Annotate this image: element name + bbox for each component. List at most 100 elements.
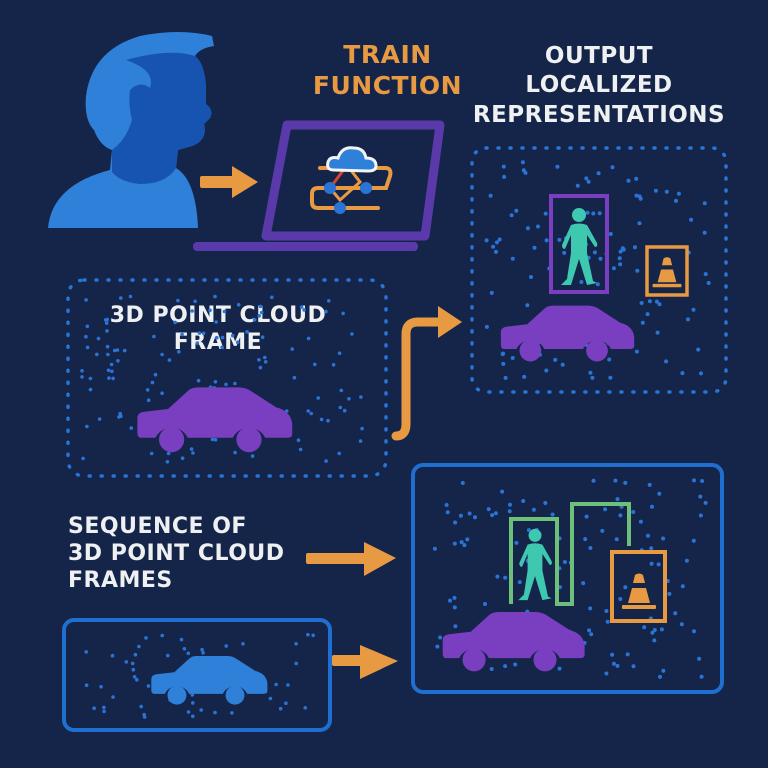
point-cloud-dot [99,685,103,689]
point-cloud-dot [543,501,548,505]
point-cloud-dot [462,543,467,548]
point-cloud-dot [638,196,643,201]
traffic-cone-icon [622,573,656,609]
point-cloud-dot [611,661,616,666]
point-cloud-dot [339,388,344,393]
point-cloud-dot [435,644,440,649]
point-cloud-dot [213,437,218,442]
point-cloud-dot [96,336,101,341]
point-cloud-dot [124,660,129,664]
point-cloud-dot [105,344,110,349]
input-frame-panel [62,618,332,732]
point-cloud-dot [80,369,84,373]
point-cloud-dot [313,362,317,367]
point-cloud-dot [97,417,102,421]
point-cloud-dot [309,411,314,416]
point-cloud-dot [595,282,600,287]
point-cloud-dot [590,375,595,380]
point-cloud-dot [268,696,273,701]
point-cloud-dot [191,451,195,455]
point-cloud-dot [453,520,458,525]
point-cloud-dot [680,584,685,589]
point-cloud-dot [544,238,549,243]
point-cloud-dot [186,710,191,714]
point-cloud-dot [489,290,494,295]
point-cloud-dot [490,513,495,518]
point-cloud-dot [294,661,299,666]
laptop-icon [193,120,445,251]
point-cloud-dot [502,174,507,179]
sequence-output-panel [411,463,724,694]
point-cloud-dot [521,499,526,503]
point-cloud-dot [316,396,321,400]
point-cloud-dot [306,409,311,413]
point-cloud-dot [92,706,96,710]
arrow-right-icon [332,645,398,679]
point-cloud-dot [494,249,498,254]
point-cloud-dot [80,375,84,379]
point-cloud-dot [562,560,567,564]
point-cloud-dot [84,334,88,339]
point-cloud-dot [189,447,194,451]
point-cloud-dot [608,232,613,236]
point-cloud-dot [560,362,565,367]
point-cloud-dot [697,656,702,661]
point-cloud-dot [597,211,602,216]
point-cloud-dot [517,580,522,585]
point-cloud-dot [699,371,703,376]
point-cloud-dot [303,706,308,710]
point-cloud-dot [85,345,90,350]
point-cloud-dot [122,348,127,353]
point-cloud-dot [284,701,288,705]
point-cloud-dot [586,179,591,184]
point-cloud-dot [473,515,477,520]
point-cloud-dot [331,363,336,367]
point-cloud-dot [153,372,158,377]
point-cloud-dot [634,193,639,198]
pedestrian-icon [518,528,552,601]
point-cloud-dot [146,398,151,403]
point-cloud-dot [259,310,264,315]
point-cloud-dot [137,644,141,649]
point-cloud-frame-label: 3D POINT CLOUD FRAME [109,303,327,355]
point-cloud-dot [109,362,114,367]
point-cloud-dot [679,622,684,627]
point-cloud-dot [210,437,215,442]
point-cloud-dot [618,249,623,254]
point-cloud-dot [167,358,172,362]
point-cloud-dot [112,348,117,353]
point-cloud-dot [201,331,206,336]
point-cloud-dot [686,317,690,322]
point-cloud-dot [647,299,652,304]
point-cloud-dot [521,168,526,173]
point-cloud-dot [588,606,593,611]
point-cloud-dot [199,708,203,712]
point-cloud-dot [607,357,612,362]
point-cloud-dot [661,668,666,673]
point-cloud-dot [646,533,650,538]
arrow-right-icon [306,542,396,576]
point-cloud-dot [652,628,657,632]
point-cloud-dot [658,674,662,679]
point-cloud-dot [324,309,328,314]
point-cloud-dot [182,647,187,651]
point-cloud-dot [467,511,472,516]
point-cloud-dot [501,164,506,169]
point-cloud-dot [213,380,218,384]
point-cloud-dot [208,308,212,313]
point-cloud-dot [152,334,156,339]
point-cloud-dot [278,706,283,711]
point-cloud-dot [142,715,147,719]
point-cloud-dot [483,602,487,606]
point-cloud-dot [583,537,588,542]
point-cloud-dot [95,352,99,357]
point-cloud-dot [604,609,609,613]
point-cloud-dot [118,411,122,416]
point-cloud-dot [196,378,201,383]
point-cloud-dot [684,558,689,563]
point-cloud-dot [245,330,249,334]
pedestrian-icon [561,208,598,285]
point-cloud-dot [691,538,696,543]
point-cloud-dot [509,213,514,218]
point-cloud-dot [525,226,530,231]
